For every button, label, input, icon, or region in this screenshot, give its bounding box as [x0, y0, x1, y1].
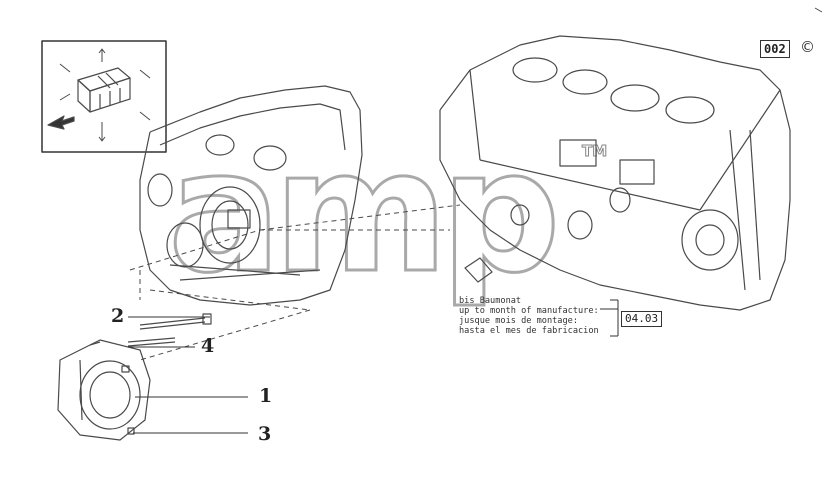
date-code-badge: 04.03: [621, 311, 663, 327]
engine-block-icon: [77, 67, 131, 113]
direction-arrows: [59, 48, 151, 142]
callout-4: 4: [201, 335, 215, 357]
corner-mark: [814, 7, 823, 13]
engine-block-right: [439, 35, 791, 311]
shaft-parts: [127, 313, 212, 347]
leader-lines: [128, 299, 619, 434]
page-code-badge: 002: [760, 40, 790, 58]
housing-part: [57, 339, 151, 441]
note-line-4: hasta el mes de fabricacion: [459, 326, 599, 336]
callout-2: 2: [111, 305, 125, 327]
left-crankcase-outline: [139, 85, 363, 306]
note-line-3: jusque mois de montage:: [459, 316, 578, 326]
manufacture-note: bis Baumonat up to month of manufacture:…: [459, 296, 599, 336]
copyright-icon: ©: [800, 38, 815, 56]
callout-1: 1: [259, 385, 273, 407]
view-arrow-icon: [47, 115, 75, 130]
watermark-trademark: TM: [581, 142, 608, 161]
orientation-inset: [41, 40, 167, 153]
note-line-2: up to month of manufacture:: [459, 306, 599, 316]
note-line-1: bis Baumonat: [459, 296, 522, 306]
callout-3: 3: [258, 423, 272, 445]
assembly-lines: [129, 204, 461, 361]
watermark-logo: amp: [167, 114, 563, 310]
